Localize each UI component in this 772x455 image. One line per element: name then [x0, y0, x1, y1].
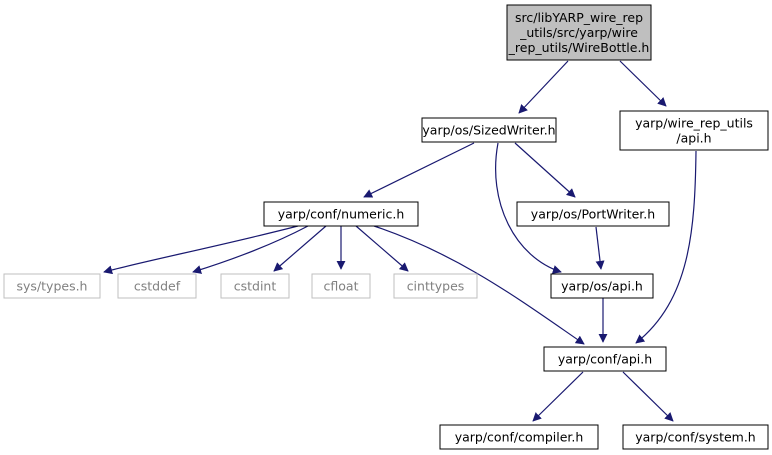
- node-box: [543, 346, 667, 372]
- node-os-api[interactable]: yarp/os/api.h: [550, 273, 654, 299]
- node-sys-types: sys/types.h: [3, 273, 101, 299]
- node-cstddef: cstddef: [117, 273, 197, 299]
- node-root: src/libYARP_wire_rep_utils/src/yarp/wire…: [506, 4, 652, 61]
- node-layer: src/libYARP_wire_rep_utils/src/yarp/wire…: [3, 4, 769, 450]
- node-cstdint: cstdint: [220, 273, 290, 299]
- node-label: yarp/conf/system.h: [635, 430, 755, 445]
- node-box: [220, 273, 290, 299]
- edge-sized_writer-to-os_api: [495, 142, 562, 274]
- node-box: [117, 273, 197, 299]
- node-box: [311, 273, 371, 299]
- node-box: [393, 273, 478, 299]
- node-label: yarp/wire_rep_utils: [635, 116, 753, 131]
- node-box: [550, 273, 654, 299]
- edge-wire_api-to-conf_api: [635, 150, 697, 344]
- edge-numeric-to-cstddef: [192, 225, 309, 274]
- node-label: yarp/conf/numeric.h: [278, 207, 405, 222]
- node-label: yarp/os/PortWriter.h: [531, 207, 655, 222]
- edge-numeric-to-cstdint: [273, 225, 327, 272]
- node-box: [263, 201, 419, 227]
- node-label: yarp/conf/compiler.h: [455, 430, 584, 445]
- node-label: yarp/conf/api.h: [558, 352, 652, 367]
- edge-port_writer-to-os_api: [595, 226, 605, 270]
- edge-root-to-wire_api: [619, 60, 667, 107]
- edge-sized_writer-to-numeric: [363, 142, 475, 198]
- edge-layer: [103, 60, 697, 422]
- node-label: cfloat: [324, 279, 359, 294]
- edge-numeric-to-cinttypes: [355, 225, 409, 272]
- node-compiler[interactable]: yarp/conf/compiler.h: [439, 424, 599, 450]
- node-cfloat: cfloat: [311, 273, 371, 299]
- node-port-writer[interactable]: yarp/os/PortWriter.h: [516, 201, 670, 227]
- node-numeric[interactable]: yarp/conf/numeric.h: [263, 201, 419, 227]
- edge-conf_api-to-system: [622, 371, 674, 422]
- node-label: cstddef: [134, 279, 181, 294]
- node-sized-writer[interactable]: yarp/os/SizedWriter.h: [421, 117, 557, 143]
- node-label: /api.h: [676, 131, 711, 146]
- node-label: sys/types.h: [17, 279, 88, 294]
- node-box: [516, 201, 670, 227]
- node-label: src/libYARP_wire_rep: [515, 10, 643, 25]
- node-label: yarp/os/SizedWriter.h: [422, 123, 555, 138]
- edge-numeric-to-conf_api: [373, 225, 585, 345]
- node-system[interactable]: yarp/conf/system.h: [622, 424, 769, 450]
- node-box: [506, 4, 652, 61]
- node-box: [439, 424, 599, 450]
- node-label: yarp/os/api.h: [561, 279, 643, 294]
- node-conf-api[interactable]: yarp/conf/api.h: [543, 346, 667, 372]
- node-label: _rep_utils/WireBottle.h: [508, 40, 650, 55]
- node-label: cinttypes: [407, 279, 465, 294]
- node-label: cstdint: [234, 279, 277, 294]
- edge-sized_writer-to-port_writer: [514, 142, 576, 198]
- edge-conf_api-to-compiler: [532, 371, 584, 422]
- node-cinttypes: cinttypes: [393, 273, 478, 299]
- node-box: [619, 110, 769, 151]
- edge-root-to-sized_writer: [518, 60, 569, 114]
- edge-numeric-to-sys_types: [103, 225, 299, 275]
- node-box: [3, 273, 101, 299]
- node-box: [622, 424, 769, 450]
- node-wire-api[interactable]: yarp/wire_rep_utils/api.h: [619, 110, 769, 151]
- node-box: [421, 117, 557, 143]
- node-label: _utils/src/yarp/wire: [519, 25, 638, 40]
